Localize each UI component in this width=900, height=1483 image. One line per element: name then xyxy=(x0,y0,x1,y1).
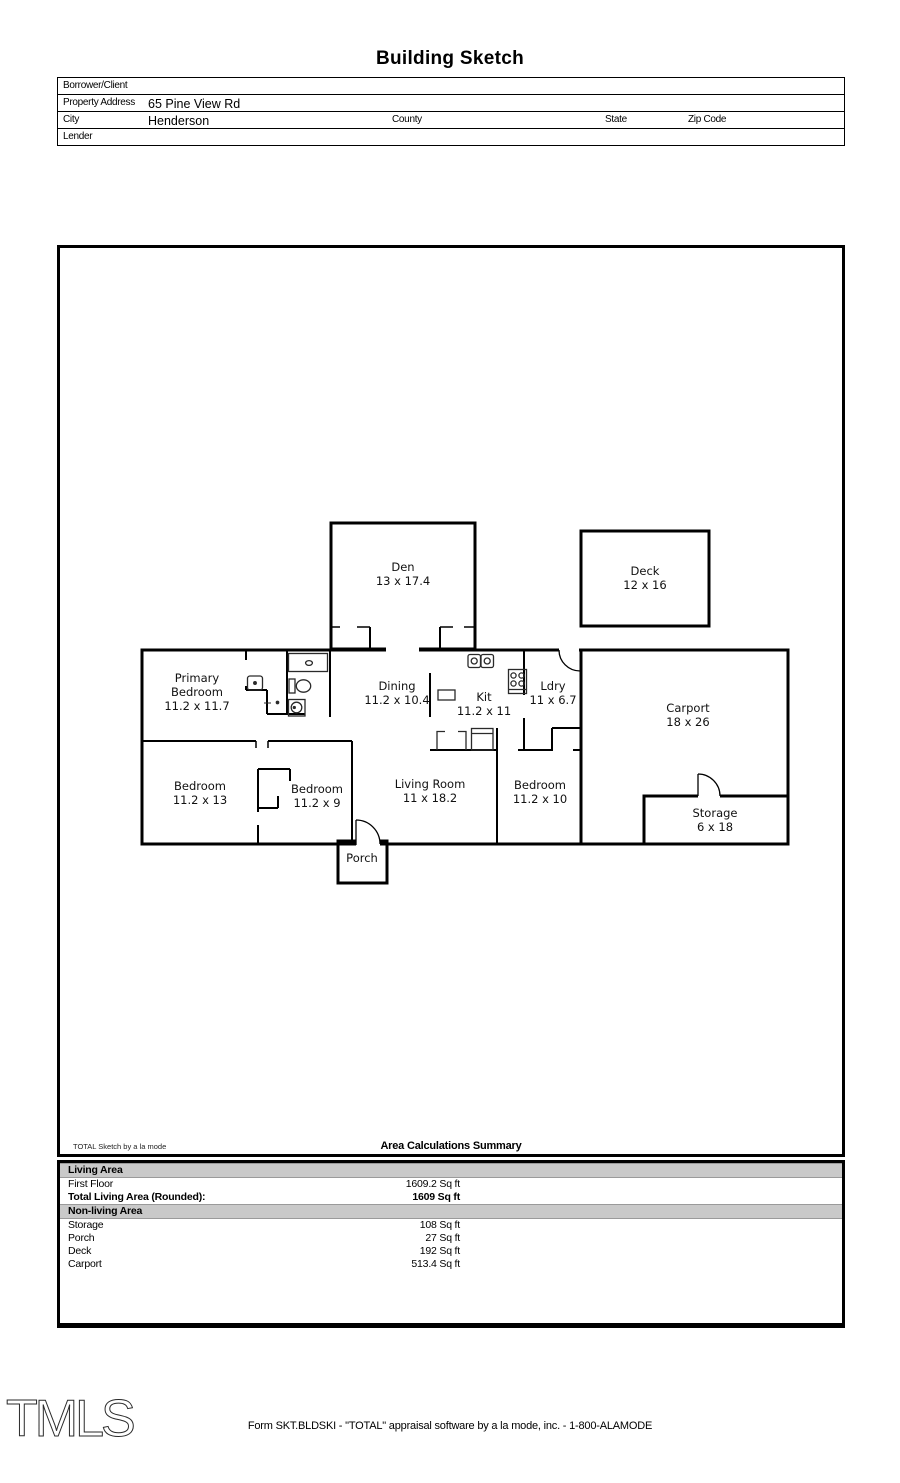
room-label-bedroom1: Bedroom xyxy=(174,779,226,793)
nonliving-area-header: Non-living Area xyxy=(60,1204,842,1219)
total-living-area-label: Total Living Area (Rounded): xyxy=(68,1191,206,1203)
porch-value: 27 Sq ft xyxy=(425,1232,460,1244)
deck-row: Deck 192 Sq ft xyxy=(60,1245,842,1258)
room-label-porch: Porch xyxy=(346,851,378,865)
city-county-state-zip-row: City Henderson County State Zip Code xyxy=(58,112,844,129)
room-label-kitchen: Kit xyxy=(476,690,492,704)
bathroom-sink-icon xyxy=(246,675,264,691)
first-floor-label: First Floor xyxy=(68,1178,114,1190)
living-area-header: Living Area xyxy=(60,1163,842,1178)
deck-label: Deck xyxy=(68,1245,92,1257)
porch-row: Porch 27 Sq ft xyxy=(60,1232,842,1245)
house-outline xyxy=(140,648,790,846)
total-living-area-value: 1609 Sq ft xyxy=(412,1191,460,1203)
lender-row: Lender xyxy=(58,129,844,145)
room-dims-carport: 18 x 26 xyxy=(666,715,709,729)
room-dims-storage: 6 x 18 xyxy=(697,820,733,834)
hall-closet-marks xyxy=(264,700,280,705)
tmls-logo: TMLS xyxy=(6,1390,138,1449)
county-label: County xyxy=(392,114,422,125)
shower-icon xyxy=(287,698,306,717)
storage-value: 108 Sq ft xyxy=(419,1219,460,1231)
room-label-bedroom2: Bedroom xyxy=(291,782,343,796)
room-dims-bedroom2: 11.2 x 9 xyxy=(293,796,340,810)
room-dims-bedroom1: 11.2 x 13 xyxy=(173,793,227,807)
room-label-storage: Storage xyxy=(693,806,738,820)
state-label: State xyxy=(605,114,627,125)
room-label-dining: Dining xyxy=(378,679,415,693)
sketch-software-credit: TOTAL Sketch by a la mode xyxy=(73,1142,167,1151)
sketch-area-box: TOTAL Sketch by a la mode Area Calculati… xyxy=(57,245,845,1157)
carport-row: Carport 513.4 Sq ft xyxy=(60,1258,842,1271)
area-calculations-summary: Living Area First Floor 1609.2 Sq ft Tot… xyxy=(57,1160,845,1328)
city-label: City xyxy=(63,114,80,125)
room-labels: Den 13 x 17.4 Deck 12 x 16 Primary Bedro… xyxy=(164,560,737,865)
lender-label: Lender xyxy=(63,131,93,142)
porch-label: Porch xyxy=(68,1232,95,1244)
room-dims-kitchen: 11.2 x 11 xyxy=(457,704,511,718)
door-openings xyxy=(356,644,720,849)
page-title: Building Sketch xyxy=(375,48,525,69)
carport-label: Carport xyxy=(68,1258,102,1270)
city-value: Henderson xyxy=(148,113,210,128)
room-label-primary-2: Bedroom xyxy=(171,685,223,699)
vanity-counter-icon xyxy=(287,652,329,673)
room-label-living: Living Room xyxy=(395,777,466,791)
laundry-door-arc xyxy=(558,649,581,672)
property-address-value: 65 Pine View Rd xyxy=(148,96,241,111)
room-label-den: Den xyxy=(391,560,414,574)
first-floor-value: 1609.2 Sq ft xyxy=(405,1178,460,1190)
first-floor-row: First Floor 1609.2 Sq ft xyxy=(60,1178,842,1191)
room-dims-bedroom3: 11.2 x 10 xyxy=(513,792,567,806)
total-living-area-row: Total Living Area (Rounded): 1609 Sq ft xyxy=(60,1191,842,1204)
stove-icon xyxy=(507,668,528,695)
borrower-row: Borrower/Client xyxy=(58,78,844,95)
room-label-bedroom3: Bedroom xyxy=(514,778,566,792)
room-dims-deck: 12 x 16 xyxy=(623,578,666,592)
tmls-logo-text: TMLS xyxy=(6,1390,134,1448)
storage-row: Storage 108 Sq ft xyxy=(60,1219,842,1232)
borrower-label: Borrower/Client xyxy=(63,80,128,91)
room-label-laundry: Ldry xyxy=(540,679,565,693)
room-dims-living: 11 x 18.2 xyxy=(403,791,457,805)
storage-door-arc xyxy=(697,773,721,797)
porch-door-arc xyxy=(355,819,381,845)
form-id-line: Form SKT.BLDSKI - "TOTAL" appraisal soft… xyxy=(247,1420,653,1432)
fixtures xyxy=(246,652,528,751)
area-calc-summary-title: Area Calculations Summary xyxy=(380,1140,522,1152)
door-swing-arcs xyxy=(355,649,721,845)
room-label-deck: Deck xyxy=(631,564,660,578)
fridge-icon xyxy=(470,727,494,751)
interior-walls xyxy=(142,627,581,844)
kitchen-counter-icon xyxy=(436,730,467,750)
room-label-primary-1: Primary xyxy=(175,671,220,685)
carport-value: 513.4 Sq ft xyxy=(411,1258,460,1270)
kitchen-sink-icon xyxy=(467,653,495,669)
room-dims-den: 13 x 17.4 xyxy=(376,574,430,588)
toilet-icon xyxy=(288,678,312,694)
room-label-carport: Carport xyxy=(666,701,710,715)
deck-outline xyxy=(579,529,711,628)
jamb-ticks xyxy=(255,626,475,748)
property-address-label: Property Address xyxy=(63,97,135,108)
storage-label: Storage xyxy=(68,1219,104,1231)
property-info-table: Borrower/Client Property Address 65 Pine… xyxy=(57,77,845,146)
room-dims-primary: 11.2 x 11.7 xyxy=(164,699,229,713)
zip-label: Zip Code xyxy=(688,114,727,125)
room-dims-dining: 11.2 x 10.4 xyxy=(364,693,429,707)
room-dims-laundry: 11 x 6.7 xyxy=(529,693,576,707)
pantry-icon xyxy=(437,689,456,701)
deck-value: 192 Sq ft xyxy=(419,1245,460,1257)
property-address-row: Property Address 65 Pine View Rd xyxy=(58,95,844,112)
